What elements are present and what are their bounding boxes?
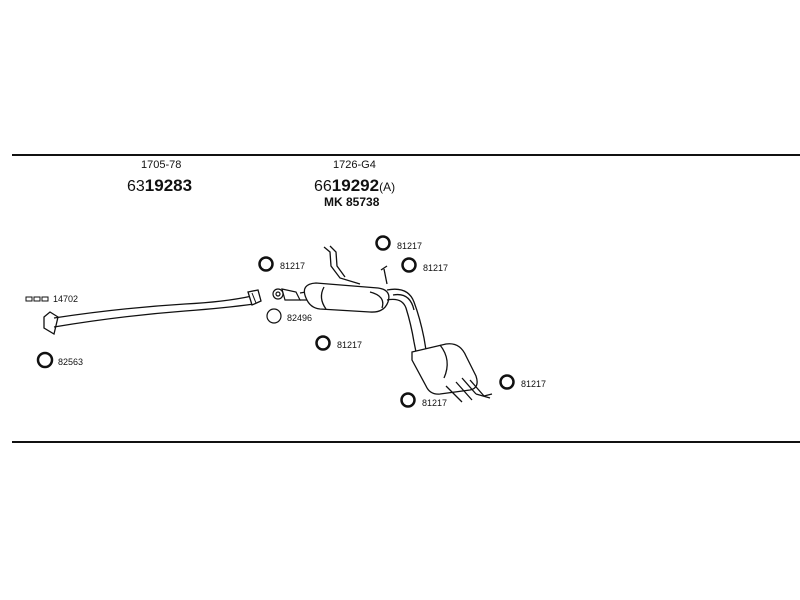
clamp-3-icon	[375, 235, 391, 251]
label-clamp-3: 81217	[397, 241, 423, 251]
front-pipe	[43, 289, 262, 336]
label-clamp-2: 81217	[337, 340, 363, 350]
label-clamp-1: 81217	[280, 261, 306, 271]
group-right-mk: MK 85738	[324, 195, 380, 209]
gasket-front-icon	[25, 296, 49, 302]
group-right-number: 19292	[331, 176, 380, 195]
rear-silencer	[411, 343, 493, 403]
ring-sealing-icon	[266, 308, 282, 324]
label-clamp-5: 81217	[422, 398, 448, 408]
clamp-5-icon	[400, 392, 416, 408]
connector-joint	[272, 288, 313, 301]
group-right-code: 1726-G4	[333, 159, 376, 171]
label-clamp-4: 81217	[423, 263, 449, 273]
rear-pipe	[386, 288, 427, 353]
middle-silencer	[303, 282, 390, 313]
clamp-4-icon	[401, 257, 417, 273]
label-gasket-front: 14702	[53, 294, 79, 304]
group-right-part-number: 6619292(A)	[314, 177, 395, 195]
ring-front-icon	[36, 351, 54, 369]
label-ring-sealing: 82496	[287, 313, 313, 323]
clamp-1-icon	[258, 256, 274, 272]
group-left-prefix: 63	[127, 178, 145, 195]
group-left-part-number: 6319283	[127, 177, 192, 195]
label-ring-front: 82563	[58, 357, 84, 367]
group-left-number: 19283	[144, 176, 193, 195]
label-clamp-6: 81217	[521, 379, 547, 389]
group-left-code: 1705-78	[141, 159, 182, 171]
clamp-2-icon	[315, 335, 331, 351]
group-right-prefix: 66	[314, 178, 332, 195]
rear-hanger	[323, 245, 388, 285]
group-right-suffix: (A)	[379, 180, 396, 194]
clamp-6-icon	[499, 374, 515, 390]
